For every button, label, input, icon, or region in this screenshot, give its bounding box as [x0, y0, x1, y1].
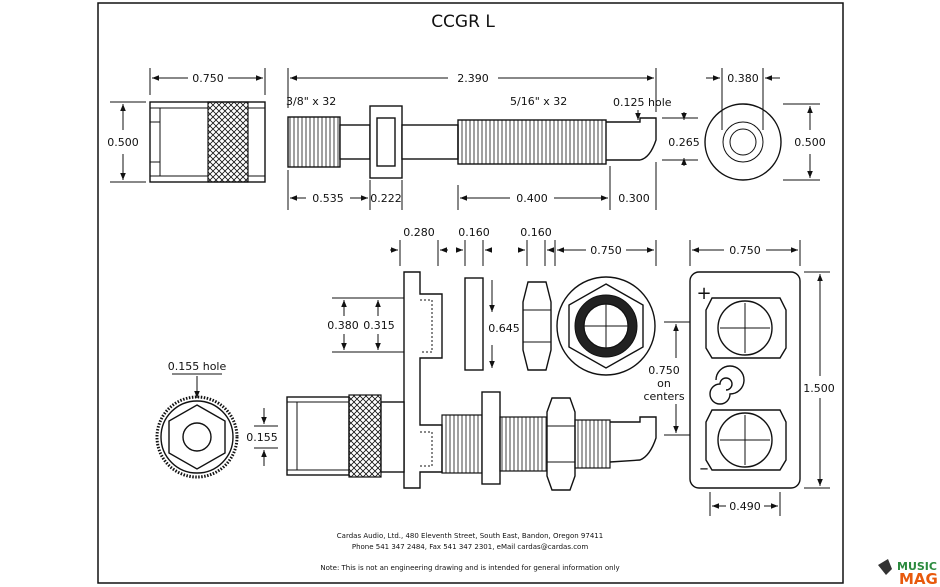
overall-length-label: 2.390	[457, 72, 489, 85]
end-height-label: 0.500	[794, 136, 826, 149]
slot-outer-label: 0.380	[327, 319, 359, 332]
plate-height-label: 1.500	[803, 382, 835, 395]
washer-height-label: 0.645	[488, 322, 520, 335]
thread-right-label: 5/16" x 32	[510, 95, 567, 108]
dim-160b-label: 0.160	[520, 226, 552, 239]
end-width-label: 0.380	[727, 72, 759, 85]
plate-width-label: 0.750	[729, 244, 761, 257]
tip-height-label: 0.265	[668, 136, 700, 149]
hole-note-bottom-label: 0.155 hole	[168, 360, 227, 373]
dim-160a-label: 0.160	[458, 226, 490, 239]
cap-width-label: 0.750	[192, 72, 224, 85]
spacing-word1-label: on	[657, 377, 671, 390]
footer-note: Note: This is not an engineering drawing…	[320, 564, 619, 572]
plus-sign: +	[696, 283, 711, 304]
shaft-section-label: 0.400	[516, 192, 548, 205]
spacing-value-label: 0.750	[648, 364, 680, 377]
hole-note-label: 0.125 hole	[613, 96, 672, 109]
thread-left-label: 3/8" x 32	[286, 95, 336, 108]
cap-side-view	[149, 101, 266, 183]
assembly-side-view	[286, 271, 657, 491]
footer-contact: Phone 541 347 2484, Fax 541 347 2301, eM…	[352, 543, 588, 551]
drawing-title: CCGR L	[431, 12, 495, 32]
musicmag-watermark: MUSIC MAG	[878, 559, 938, 587]
post-end-view	[704, 103, 782, 181]
svg-text:MUSIC: MUSIC	[897, 560, 937, 573]
flange-width-label: 0.222	[370, 192, 402, 205]
post-side-view	[287, 105, 657, 179]
nut-front-view	[556, 276, 656, 376]
dim-280-label: 0.280	[403, 226, 435, 239]
cap-height-label: 0.500	[107, 136, 139, 149]
plate-bottom-label: 0.490	[729, 500, 761, 513]
tip-section-label: 0.300	[618, 192, 650, 205]
svg-text:MAG: MAG	[899, 570, 938, 587]
cap-end-view	[155, 395, 239, 479]
terminal-plate	[689, 271, 801, 489]
minus-sign: –	[700, 458, 709, 479]
spacing-word2-label: centers	[643, 390, 684, 403]
left-section-label: 0.535	[312, 192, 344, 205]
footer-address: Cardas Audio, Ltd., 480 Eleventh Street,…	[337, 532, 603, 540]
slot-inner-label: 0.315	[363, 319, 395, 332]
hole-dim-label: 0.155	[246, 431, 278, 444]
nut-diameter-label: 0.750	[590, 244, 622, 257]
